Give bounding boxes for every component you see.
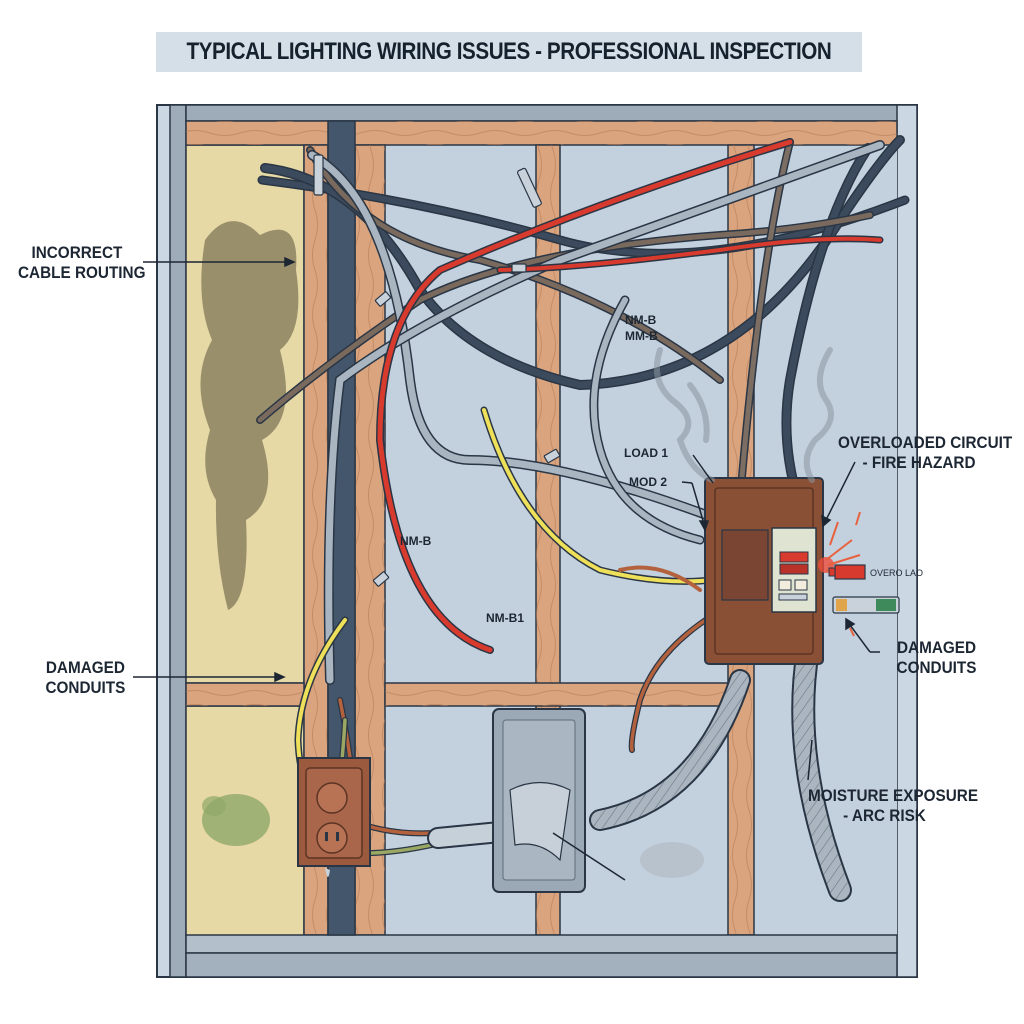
cable-label-load1: LOAD 1 bbox=[624, 446, 669, 460]
callout-line: MOISTURE EXPOSURE bbox=[808, 786, 979, 805]
wall-outlet bbox=[297, 757, 371, 878]
callout-line: CABLE ROUTING bbox=[18, 262, 146, 282]
overload-fuse-icon bbox=[828, 564, 866, 580]
callout-line: DAMAGED bbox=[45, 658, 125, 677]
callout-line: - FIRE HAZARD bbox=[862, 452, 976, 472]
callout-line: - ARC RISK bbox=[843, 805, 926, 825]
callout-damaged-conduits-right: DAMAGED CONDUITS bbox=[896, 638, 977, 677]
insulation-bays bbox=[185, 144, 305, 937]
callout-incorrect-routing: INCORRECT CABLE ROUTING bbox=[18, 243, 146, 282]
cable-label-nmb1: NM-B1 bbox=[486, 611, 524, 625]
cable-label-nmb-top: NM-B bbox=[625, 313, 657, 327]
water-stain bbox=[200, 221, 299, 610]
callout-moisture-exposure: MOISTURE EXPOSURE - ARC RISK bbox=[808, 786, 979, 825]
diagram-title: TYPICAL LIGHTING WIRING ISSUES - PROFESS… bbox=[186, 38, 832, 65]
cable-label-nmb-mid: NM-B bbox=[400, 534, 432, 548]
cable-label-mod2: MOD 2 bbox=[629, 475, 668, 489]
damaged-junction-box bbox=[492, 708, 586, 893]
smoke-puff bbox=[640, 842, 704, 878]
callout-arrows bbox=[133, 256, 880, 881]
callout-line: CONDUITS bbox=[45, 677, 126, 697]
callout-line: CONDUITS bbox=[896, 657, 977, 677]
callout-line: OVERLOADED CIRCUIT bbox=[838, 433, 1013, 452]
callout-damaged-conduits-left: DAMAGED CONDUITS bbox=[44, 658, 127, 697]
cable-staples bbox=[313, 154, 561, 587]
callout-line: DAMAGED bbox=[896, 638, 977, 657]
callout-line: INCORRECT bbox=[31, 243, 123, 262]
overloaded-junction-panel bbox=[704, 477, 834, 665]
title-banner: TYPICAL LIGHTING WIRING ISSUES - PROFESS… bbox=[156, 32, 862, 72]
overload-tag-label: OVERO LAO bbox=[870, 568, 924, 578]
callout-overloaded-circuit: OVERLOADED CIRCUIT - FIRE HAZARD bbox=[838, 433, 1013, 472]
damaged-conduit-cartridge-icon bbox=[832, 596, 900, 614]
smoke-plumes bbox=[654, 347, 835, 483]
cable-label-mmb-top: MM-B bbox=[625, 329, 658, 343]
